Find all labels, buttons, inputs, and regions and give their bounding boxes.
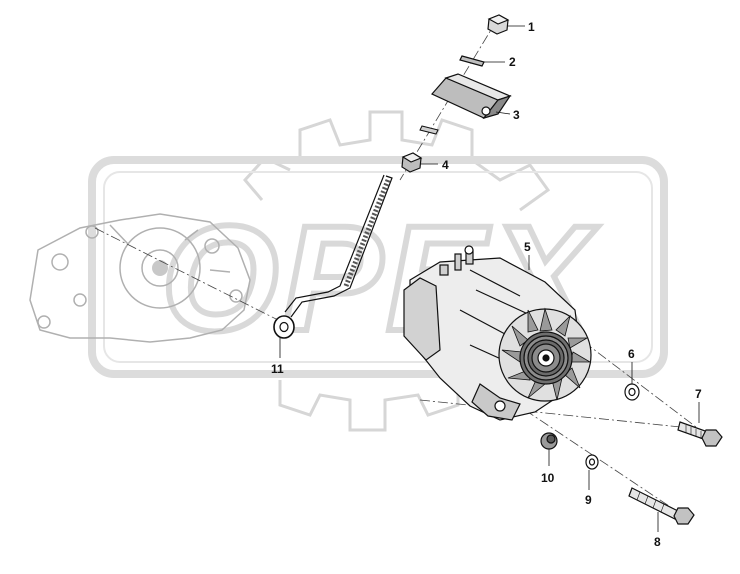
cap-nut: [487, 14, 510, 35]
callout-6: 6: [628, 347, 635, 361]
shim: [459, 55, 485, 67]
adjusting-rod: [273, 174, 393, 339]
callout-5: 5: [524, 240, 531, 254]
washer-6: [624, 383, 640, 401]
callout-7: 7: [695, 387, 702, 401]
callout-2: 2: [509, 55, 516, 69]
callout-10: 10: [541, 471, 555, 485]
bolt-8: [628, 487, 695, 525]
small-washer: [419, 125, 439, 135]
callout-8: 8: [654, 535, 661, 549]
callout-11: 11: [271, 362, 284, 376]
washer-9: [585, 454, 599, 470]
mounting-bracket: [29, 213, 251, 343]
callout-4: 4: [442, 158, 449, 172]
callout-9: 9: [585, 493, 592, 507]
bracket-block: [431, 73, 512, 120]
callouts: 1 2 3 4 5 6 7 8 9 10 11: [271, 20, 702, 549]
callout-1: 1: [528, 20, 535, 34]
bolt-7: [677, 421, 723, 447]
callout-3: 3: [513, 108, 520, 122]
spacer: [540, 432, 558, 450]
leader-lines: [279, 25, 700, 532]
nut: [401, 152, 423, 173]
alternator: [403, 245, 592, 421]
